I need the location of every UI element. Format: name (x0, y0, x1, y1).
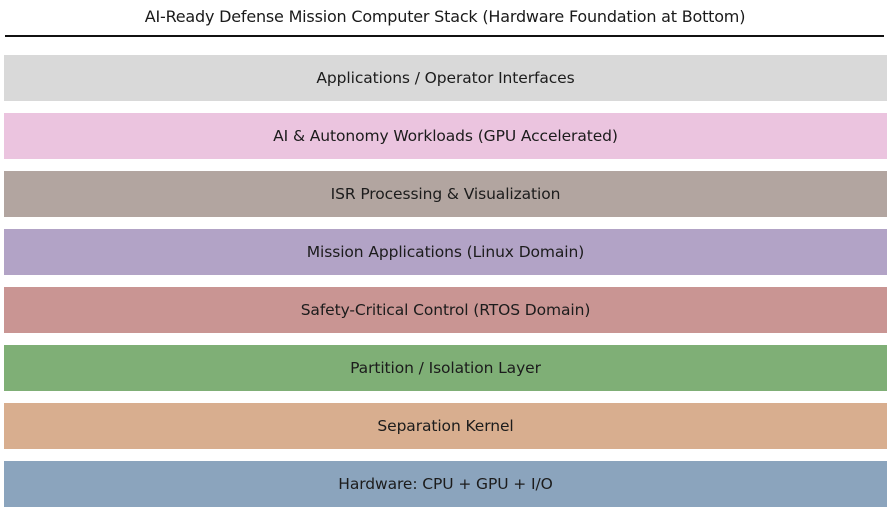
layer-label: Hardware: CPU + GPU + I/O (338, 475, 553, 493)
layer-hardware: Hardware: CPU + GPU + I/O (4, 461, 887, 507)
layer-applications: Applications / Operator Interfaces (4, 55, 887, 101)
layer-label: Partition / Isolation Layer (350, 359, 541, 377)
layer-label: Separation Kernel (377, 417, 514, 435)
layer-isr-processing: ISR Processing & Visualization (4, 171, 887, 217)
layer-separation-kernel: Separation Kernel (4, 403, 887, 449)
layer-safety-critical: Safety-Critical Control (RTOS Domain) (4, 287, 887, 333)
layer-label: ISR Processing & Visualization (330, 185, 561, 203)
layer-label: Mission Applications (Linux Domain) (306, 243, 585, 261)
layer-label: Safety-Critical Control (RTOS Domain) (300, 301, 591, 319)
layer-label: Applications / Operator Interfaces (316, 69, 575, 87)
layer-ai-autonomy: AI & Autonomy Workloads (GPU Accelerated… (4, 113, 887, 159)
layer-partition-isolation: Partition / Isolation Layer (4, 345, 887, 391)
layer-label: AI & Autonomy Workloads (GPU Accelerated… (273, 127, 618, 145)
title-divider (5, 35, 884, 37)
diagram-title: AI-Ready Defense Mission Computer Stack … (144, 7, 746, 26)
layer-mission-applications: Mission Applications (Linux Domain) (4, 229, 887, 275)
